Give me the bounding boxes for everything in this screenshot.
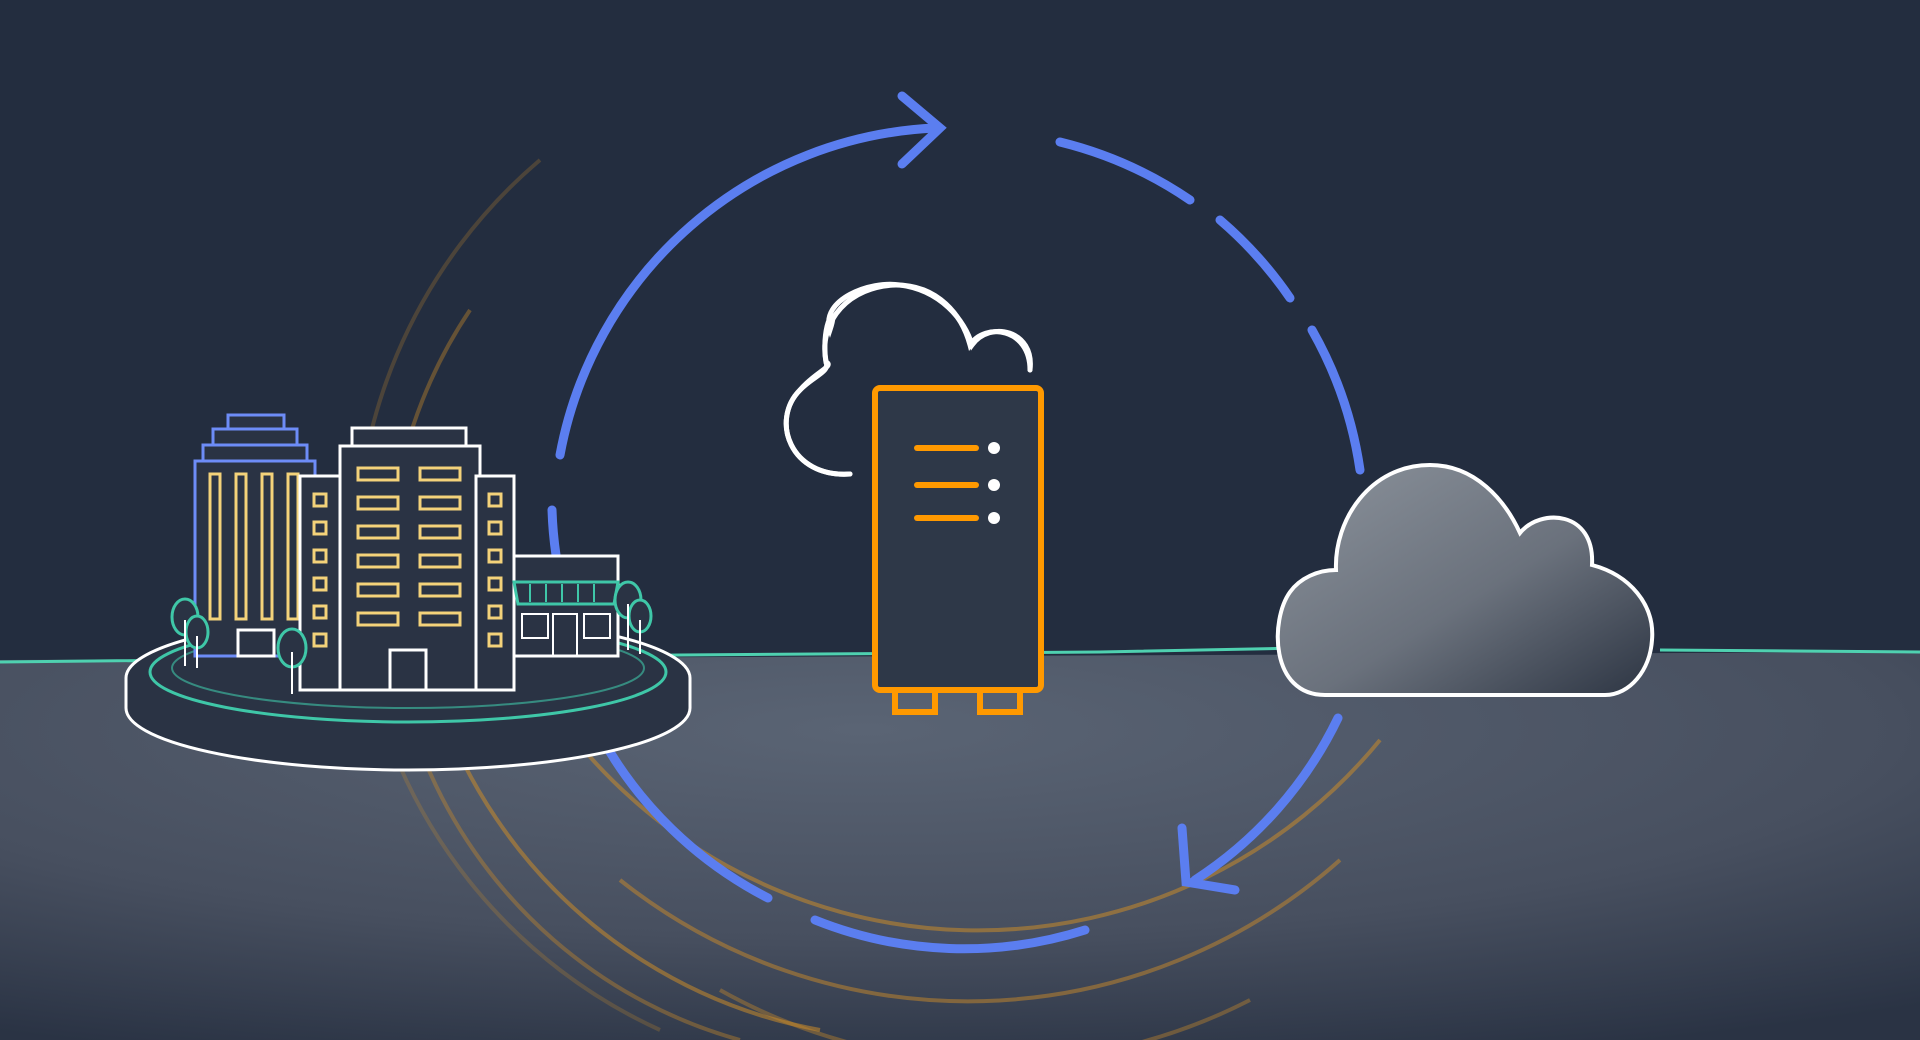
city-buildings-icon: [124, 413, 692, 772]
cloud-server-icon: [783, 281, 1044, 715]
cloud-icon: [1275, 462, 1655, 697]
cycle-arrows-icon: [547, 91, 1365, 954]
